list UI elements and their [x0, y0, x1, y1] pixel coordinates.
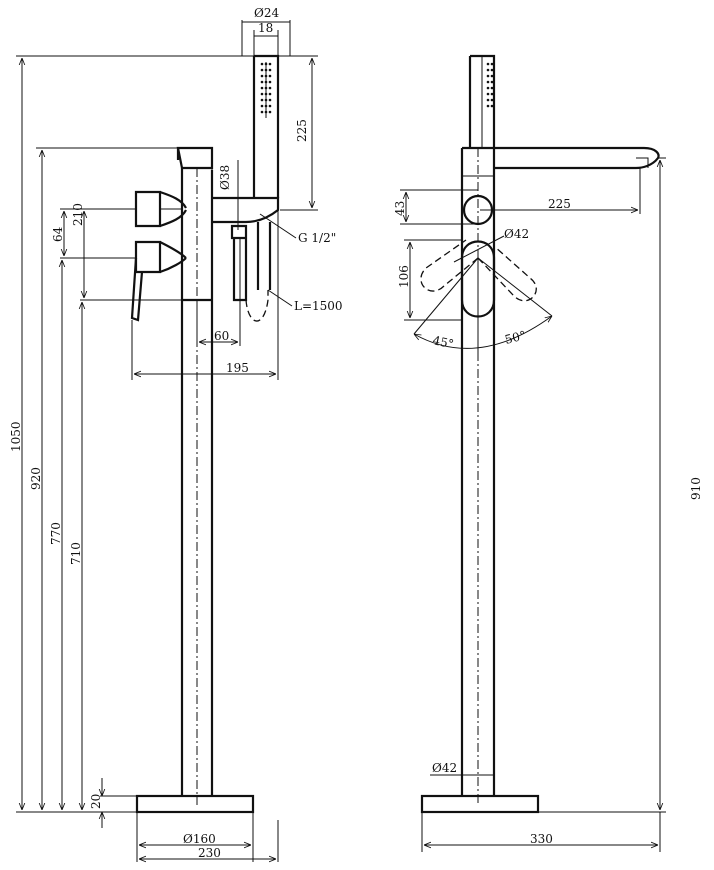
dim-225-shower: 225	[295, 119, 309, 142]
lever-rotation-left	[420, 239, 479, 292]
diverter-knob	[134, 190, 187, 228]
mixer-lever-front	[460, 240, 496, 318]
dim-d160: Ø160	[183, 832, 216, 846]
dim-920: 920	[29, 467, 43, 490]
dim-d42-column: Ø42	[432, 761, 457, 775]
side-view-dimensions: Ø24 18 225 Ø38 G 1/2" L=1500 64 210	[9, 6, 343, 862]
dim-910: 910	[689, 477, 703, 500]
front-view	[420, 54, 660, 814]
lever-rotation-right	[477, 245, 537, 302]
dim-210: 210	[71, 203, 85, 226]
dim-angle-45: 45°	[431, 333, 455, 351]
base-plate-front	[420, 794, 540, 814]
spout-cap	[176, 146, 214, 170]
dim-195: 195	[226, 361, 249, 375]
dim-64: 64	[51, 226, 65, 242]
dim-1050: 1050	[9, 421, 23, 452]
dim-60: 60	[214, 329, 229, 343]
column-body	[180, 168, 214, 796]
dim-angle-50: 50°	[503, 328, 527, 347]
dim-reach-225: 225	[548, 197, 571, 211]
side-view	[130, 54, 280, 814]
hose	[256, 222, 272, 290]
front-view-dimensions: 43 225 Ø42 106 45° 50° 910 Ø42 330	[393, 157, 703, 852]
spray-holes	[260, 62, 272, 114]
dim-d24: Ø24	[254, 6, 279, 20]
dim-hose-length: L=1500	[294, 299, 343, 313]
dim-18: 18	[258, 21, 273, 35]
dim-d38: Ø38	[218, 165, 232, 190]
dim-20: 20	[89, 794, 103, 809]
dim-330: 330	[530, 832, 553, 846]
dim-106: 106	[397, 265, 411, 288]
spray-holes-front	[486, 62, 494, 108]
dim-230: 230	[198, 846, 221, 860]
shower-holder	[212, 196, 280, 224]
dim-43: 43	[393, 201, 407, 216]
base-plate	[135, 794, 255, 814]
dim-710: 710	[69, 542, 83, 565]
dim-770: 770	[49, 522, 63, 545]
spout	[494, 146, 660, 170]
hose-connector	[230, 224, 248, 302]
dim-d42-handle: Ø42	[504, 227, 529, 241]
mixer-lever	[134, 240, 187, 274]
dim-thread: G 1/2"	[298, 231, 336, 245]
hand-shower-front	[468, 54, 496, 148]
